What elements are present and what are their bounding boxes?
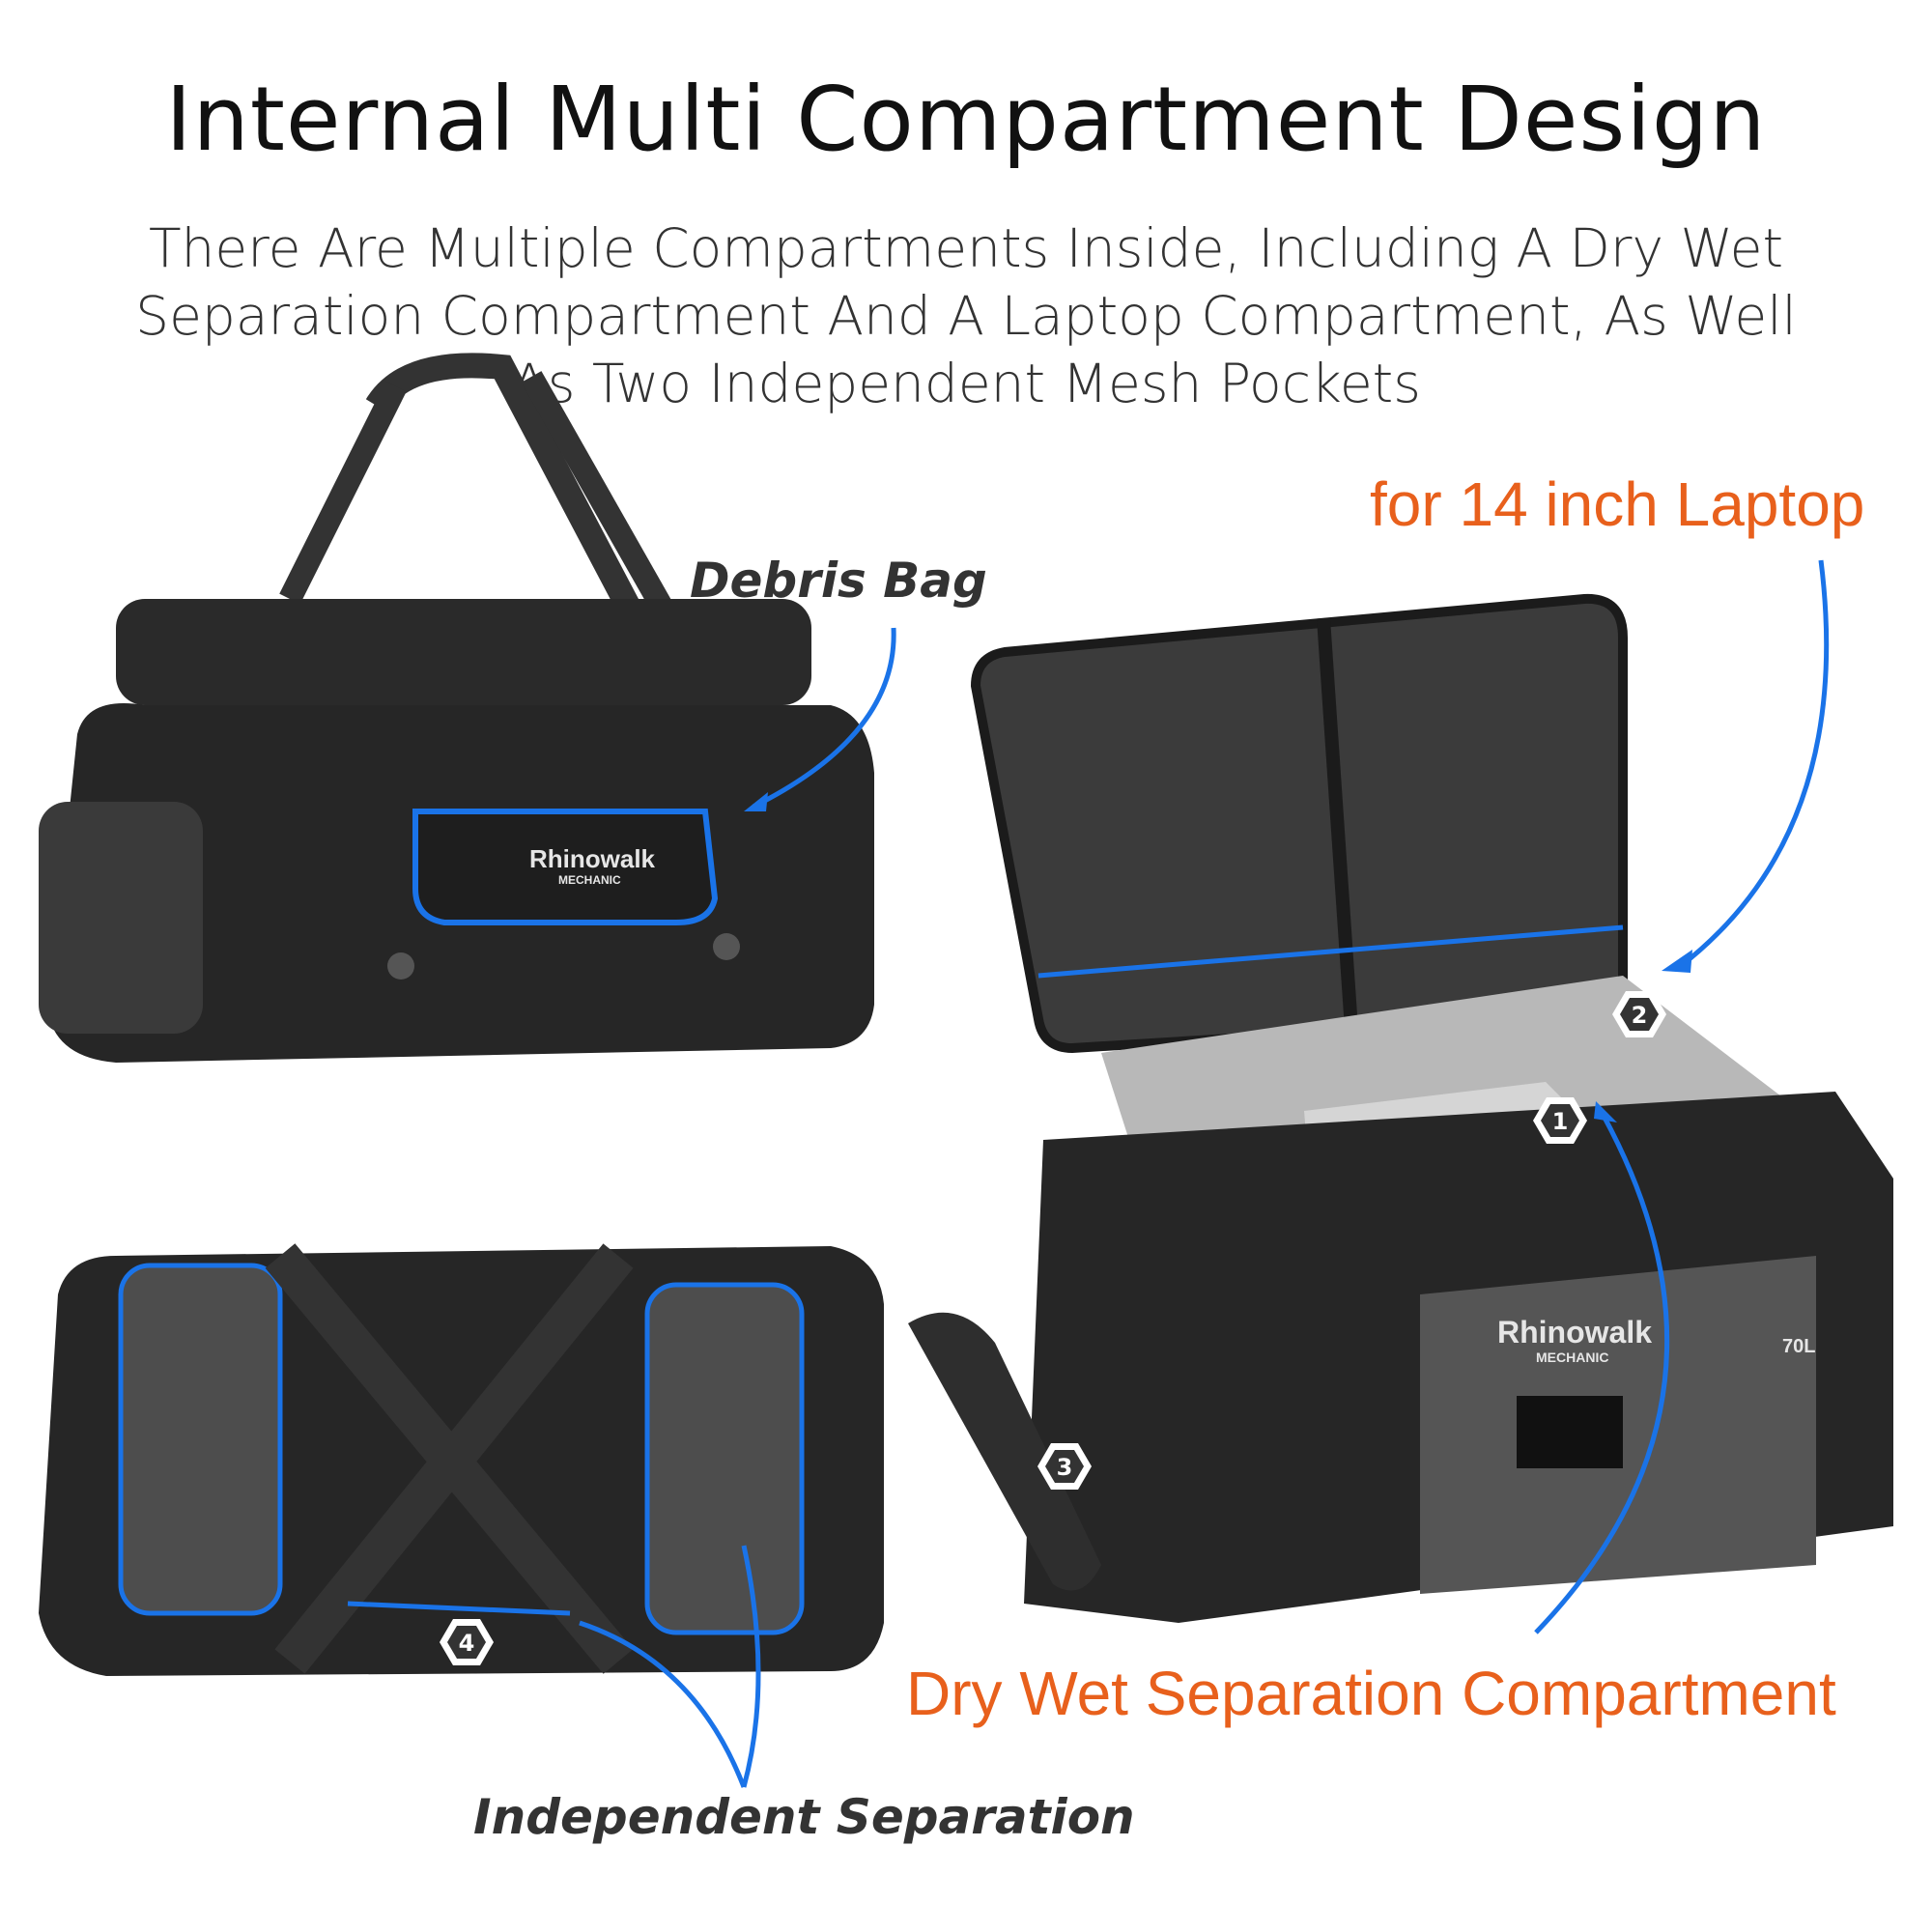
svg-text:70L: 70L xyxy=(1782,1336,1815,1357)
brand-logo: Rhinowalk xyxy=(529,844,656,873)
callout-laptop: for 14 inch Laptop xyxy=(1370,469,1865,539)
callout-independent-separation: Independent Separation xyxy=(473,1789,1135,1845)
arrow-independent-left xyxy=(579,1620,747,1788)
svg-text:MECHANIC: MECHANIC xyxy=(558,873,621,887)
arrow-dry-wet xyxy=(1534,1114,1670,1634)
svg-text:4: 4 xyxy=(459,1630,475,1657)
svg-text:3: 3 xyxy=(1057,1454,1073,1481)
top-view-bag-image xyxy=(39,1243,884,1788)
svg-text:2: 2 xyxy=(1632,1002,1648,1029)
badge-1: 1 xyxy=(1533,1097,1587,1144)
svg-text:MECHANIC: MECHANIC xyxy=(1536,1350,1608,1365)
badge-2: 2 xyxy=(1612,991,1666,1037)
subtitle: There Are Multiple Compartments Inside, … xyxy=(135,217,1797,414)
callout-debris-bag: Debris Bag xyxy=(690,553,987,609)
arrow-independent-right xyxy=(741,1545,761,1788)
svg-text:Rhinowalk: Rhinowalk xyxy=(1497,1315,1652,1350)
open-bag-image: Rhinowalk MECHANIC 70L xyxy=(908,559,1893,1634)
badge-4: 4 xyxy=(440,1619,494,1665)
svg-text:1: 1 xyxy=(1552,1108,1569,1135)
callout-dry-wet: Dry Wet Separation Compartment xyxy=(906,1659,1836,1728)
badge-3: 3 xyxy=(1037,1443,1092,1490)
page-title: Internal Multi Compartment Design xyxy=(165,68,1767,171)
closed-bag-image: Rhinowalk MECHANIC xyxy=(39,353,896,1063)
arrow-debris xyxy=(752,627,896,810)
arrow-laptop xyxy=(1679,559,1830,968)
